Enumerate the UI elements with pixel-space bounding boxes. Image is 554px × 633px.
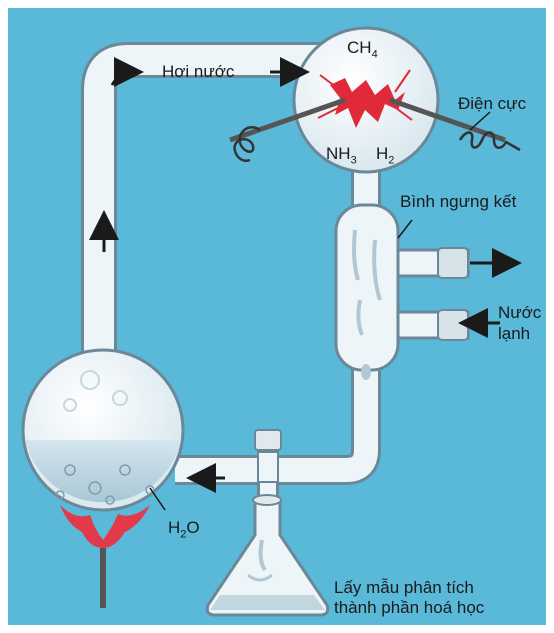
sampling-label: Lấy mẫu phân tích thành phần hoá học bbox=[334, 578, 484, 619]
hydrogen-label: H2 bbox=[376, 144, 394, 167]
boiling-flask bbox=[23, 350, 183, 510]
water-label: H2O bbox=[168, 518, 200, 541]
ammonia-label: NH3 bbox=[326, 144, 357, 167]
electrode-label: Điện cực bbox=[458, 94, 526, 114]
vapor-label: Hơi nước bbox=[162, 62, 234, 82]
cold-water-label: Nước lạnh bbox=[498, 302, 541, 345]
methane-label: CH4 bbox=[347, 38, 378, 61]
condenser-label: Bình ngưng kết bbox=[400, 192, 516, 212]
